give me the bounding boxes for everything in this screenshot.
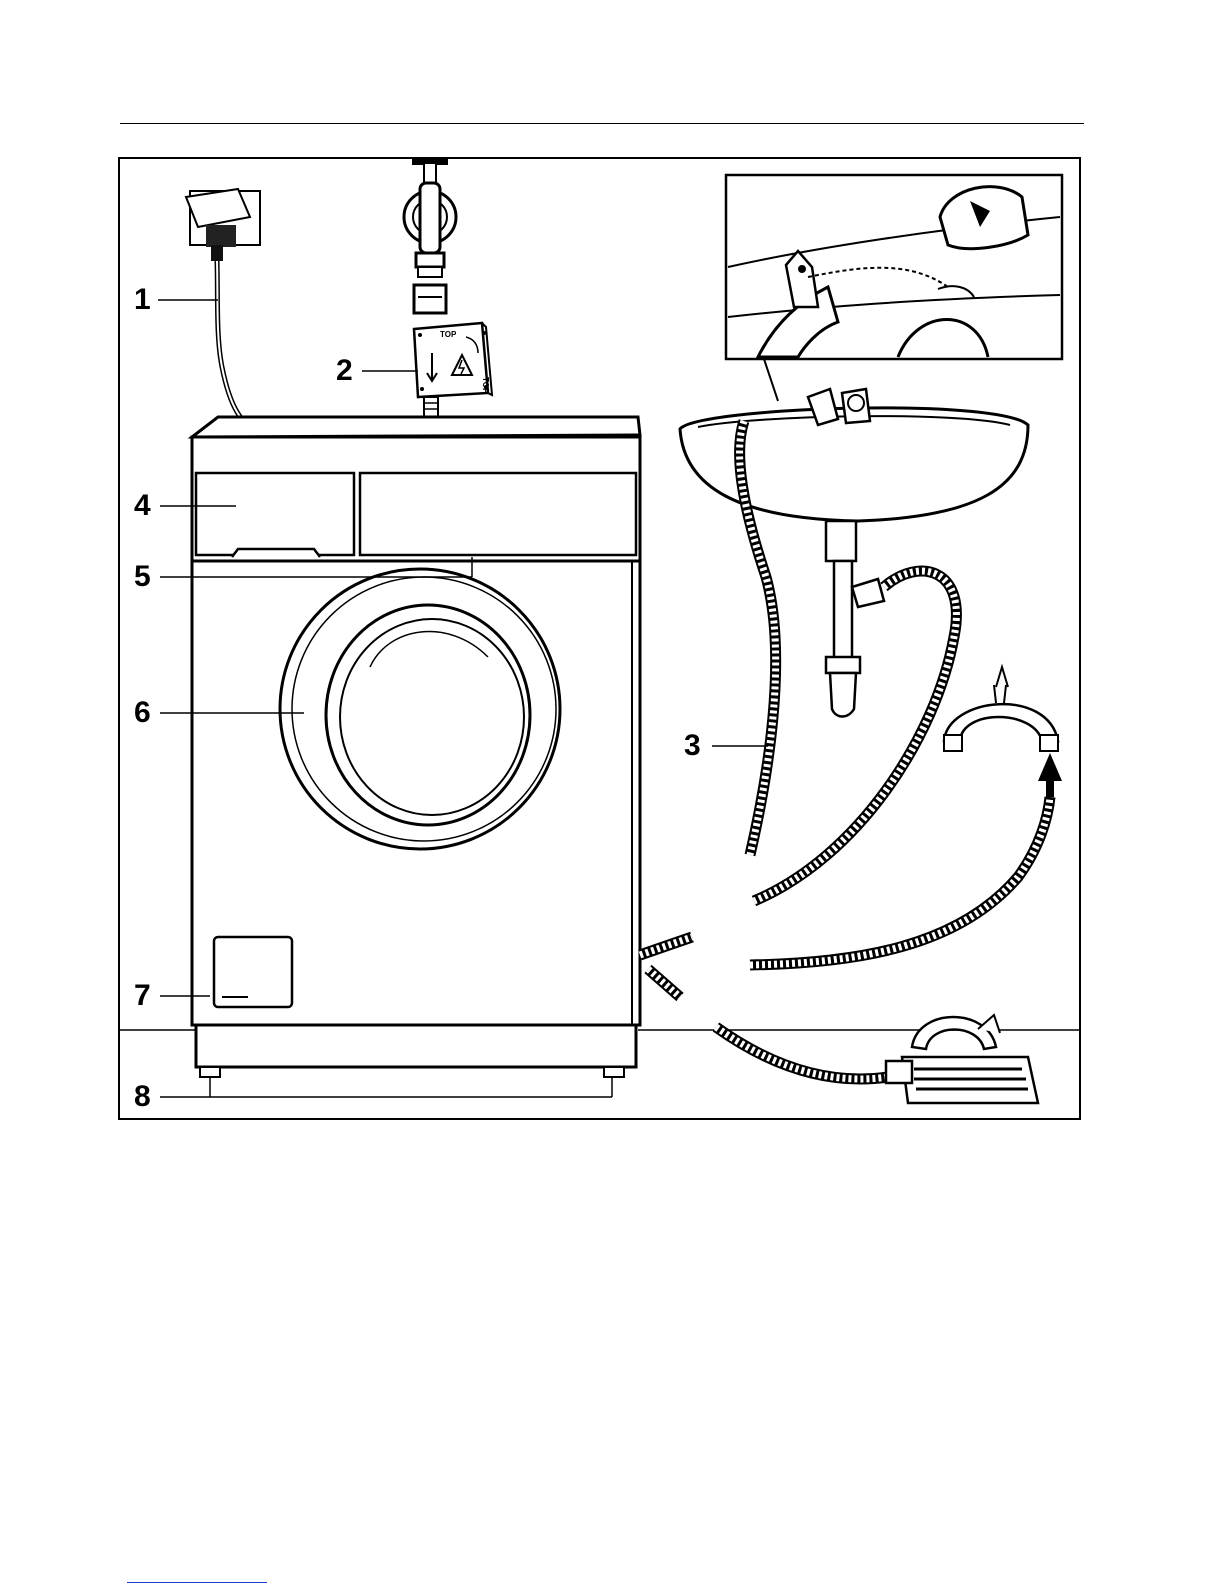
callout-6: 6 — [134, 698, 151, 728]
filter-label-top: TOP — [440, 330, 457, 339]
drain-hose-to-floor-drain — [716, 1027, 888, 1079]
footer-link-underline[interactable] — [127, 1582, 267, 1583]
callout-4: 4 — [134, 491, 151, 521]
appliance-installation-figure: TOP TOP — [118, 157, 1081, 1120]
safety-filter-box: TOP TOP — [414, 323, 492, 397]
hose-bend-support — [944, 667, 1058, 751]
figure-drawing: TOP TOP — [118, 157, 1081, 1120]
machine-plinth — [196, 1025, 636, 1067]
washing-machine — [192, 417, 640, 1077]
callout-1: 1 — [134, 285, 151, 315]
callout-2: 2 — [336, 356, 353, 386]
drain-hose-into-trap — [754, 571, 956, 901]
water-tap-icon — [404, 157, 456, 313]
detergent-drawer — [196, 473, 354, 555]
wash-basin — [680, 389, 1028, 717]
callout-7: 7 — [134, 981, 151, 1011]
callout-5: 5 — [134, 562, 151, 592]
callout-3: 3 — [684, 731, 701, 761]
header-rule — [120, 123, 1084, 124]
inset-hose-hook-detail — [726, 175, 1062, 401]
wall-socket-icon — [186, 189, 260, 261]
callout-8: 8 — [134, 1082, 151, 1112]
control-panel — [360, 473, 636, 555]
inlet-hose-connector — [424, 397, 438, 417]
drain-hose-outlet-stub — [640, 937, 692, 997]
up-arrow-icon — [1038, 753, 1062, 797]
floor-drain — [886, 1015, 1038, 1103]
